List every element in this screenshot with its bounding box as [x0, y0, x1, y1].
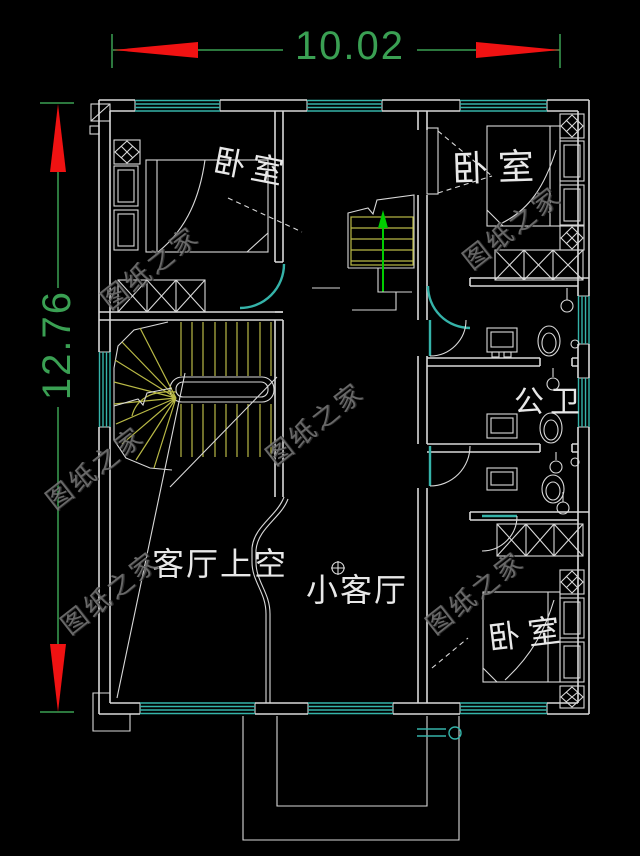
balcony-outline	[92, 692, 460, 841]
dimension-top	[111, 34, 561, 68]
room-label-living-void: 客厅上空	[152, 546, 289, 582]
legend-box	[89, 103, 111, 135]
bedroom-tr-furniture	[486, 113, 585, 281]
stair-main	[113, 321, 278, 488]
room-label-bedroom-top-right: 卧室	[451, 145, 545, 190]
outer-walls	[98, 99, 590, 715]
room-label-small-living: 小客厅	[306, 572, 409, 608]
stair-small	[347, 194, 415, 311]
bathroom-fixtures	[486, 325, 580, 504]
dimension-width-text: 10.02	[294, 24, 406, 68]
dimension-left	[40, 102, 74, 713]
room-label-bedroom-bottom-right: 卧室	[486, 611, 570, 657]
windows	[98, 99, 590, 715]
doors	[239, 127, 574, 552]
room-label-public-bath: 公卫	[514, 386, 586, 419]
dimension-height-text: 12.76	[35, 289, 79, 401]
bedroom-tl-furniture	[113, 139, 303, 313]
bedroom-br-furniture	[431, 523, 585, 709]
level-marker-symbol	[417, 726, 462, 740]
interior-walls	[99, 111, 589, 703]
void-lines	[116, 372, 289, 703]
column-grid-symbol	[331, 561, 345, 575]
